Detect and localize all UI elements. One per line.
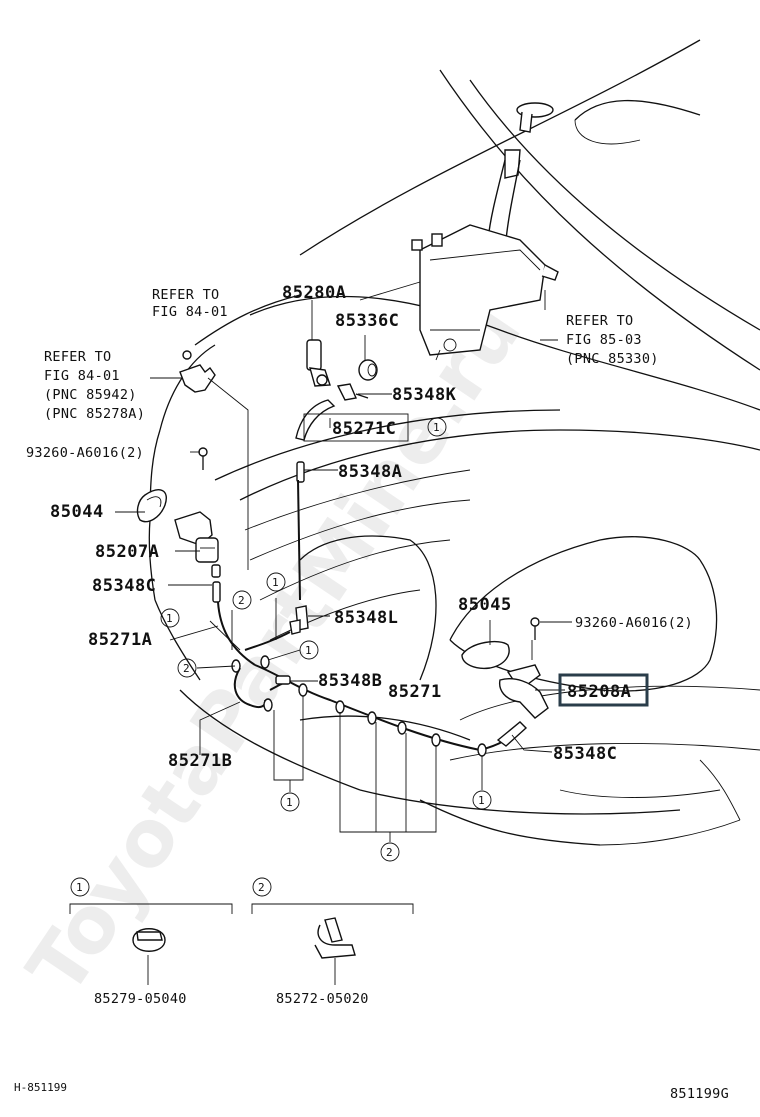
marker-2: 2 xyxy=(252,877,272,897)
refer-line4: (PNC 85278A) xyxy=(44,406,145,422)
callout-refer-84-01-a: REFER TO FIG 84-01 xyxy=(152,287,228,320)
leader-lines xyxy=(115,281,572,842)
hose-85271c xyxy=(295,399,336,441)
legend-code-1[interactable]: 85279-05040 xyxy=(94,991,187,1007)
cover-85045 xyxy=(461,640,510,670)
highlight-box-85208a xyxy=(558,673,649,707)
part-label-93260-left[interactable]: 93260-A6016(2) xyxy=(26,445,144,461)
refer-line2: FIG 84-01 xyxy=(152,304,228,320)
marker-1: 1 xyxy=(266,572,286,592)
refer-line2: FIG 85-03 xyxy=(566,332,642,348)
marker-1: 1 xyxy=(472,790,492,810)
svg-text:1: 1 xyxy=(433,421,440,434)
marker-1: 1 xyxy=(280,792,300,812)
nozzle-85207a xyxy=(174,511,219,563)
marker-1: 1 xyxy=(427,417,447,437)
refer-line1: REFER TO xyxy=(566,313,633,329)
part-label-85271b[interactable]: 85271B xyxy=(168,751,232,771)
svg-text:1: 1 xyxy=(166,612,173,625)
marker-2: 2 xyxy=(232,590,252,610)
connector-85348a xyxy=(296,461,305,483)
bolt-left xyxy=(198,447,208,470)
svg-text:1: 1 xyxy=(286,796,293,809)
refer-line1: REFER TO xyxy=(152,287,219,303)
connector-85348c-left xyxy=(211,564,221,603)
refer-line2: FIG 84-01 xyxy=(44,368,120,384)
part-label-85348k[interactable]: 85348K xyxy=(392,385,457,405)
connector-85348l xyxy=(289,605,309,635)
part-label-85271[interactable]: 85271 xyxy=(388,682,442,702)
callout-refer-84-01-b: REFER TO FIG 84-01 (PNC 85942) (PNC 8527… xyxy=(44,349,145,422)
svg-text:2: 2 xyxy=(183,662,190,675)
connector-85348b xyxy=(275,675,291,685)
footer-left-code: H-851199 xyxy=(14,1081,67,1094)
connector-85348c-right xyxy=(496,721,528,747)
svg-text:1: 1 xyxy=(272,576,279,589)
part-label-85207a[interactable]: 85207A xyxy=(95,542,159,562)
label-box-85271c xyxy=(303,413,409,442)
part-label-85348a[interactable]: 85348A xyxy=(338,462,402,482)
footer-right-code: 851199G xyxy=(670,1086,729,1102)
part-label-85045[interactable]: 85045 xyxy=(458,595,512,615)
svg-text:1: 1 xyxy=(305,644,312,657)
part-label-93260-right[interactable]: 93260-A6016(2) xyxy=(575,615,693,631)
marker-1: 1 xyxy=(299,640,319,660)
part-label-85208a[interactable]: 85208A xyxy=(567,682,631,702)
bracket-left xyxy=(179,350,216,393)
svg-text:2: 2 xyxy=(386,846,393,859)
part-label-85336c[interactable]: 85336C xyxy=(335,311,399,331)
connector-85348k xyxy=(336,383,369,401)
marker-2: 2 xyxy=(177,658,197,678)
svg-text:2: 2 xyxy=(238,594,245,607)
refer-line3: (PNC 85942) xyxy=(44,387,137,403)
part-label-85271a[interactable]: 85271A xyxy=(88,630,152,650)
part-label-85271c[interactable]: 85271C xyxy=(332,419,396,439)
refer-line1: REFER TO xyxy=(44,349,111,365)
svg-text:1: 1 xyxy=(478,794,485,807)
nozzle-85208a xyxy=(498,664,549,719)
legend-clip-2: 2 85272-05020 xyxy=(251,877,414,1007)
cover-85044 xyxy=(136,489,167,523)
washer-pump xyxy=(306,339,331,387)
part-label-85044[interactable]: 85044 xyxy=(50,502,104,522)
svg-text:1: 1 xyxy=(76,881,83,894)
part-label-85348c-left[interactable]: 85348C xyxy=(92,576,156,596)
legend-code-2[interactable]: 85272-05020 xyxy=(276,991,369,1007)
part-label-85280a[interactable]: 85280A xyxy=(282,283,346,303)
legend-clip-1: 1 85279-05040 xyxy=(69,877,233,1007)
refer-line3: (PNC 85330) xyxy=(566,351,659,367)
marker-2: 2 xyxy=(380,842,400,862)
washer-tank xyxy=(411,102,559,361)
svg-text:2: 2 xyxy=(258,881,265,894)
callout-refer-85-03: REFER TO FIG 85-03 (PNC 85330) xyxy=(566,313,659,367)
bolt-right xyxy=(530,617,540,640)
part-label-85348b[interactable]: 85348B xyxy=(318,671,382,691)
marker-1: 1 xyxy=(160,608,180,628)
marker-1: 1 xyxy=(70,877,90,897)
part-label-85348c-right[interactable]: 85348C xyxy=(553,744,617,764)
part-label-85348l[interactable]: 85348L xyxy=(334,608,398,628)
grommet xyxy=(358,359,378,381)
